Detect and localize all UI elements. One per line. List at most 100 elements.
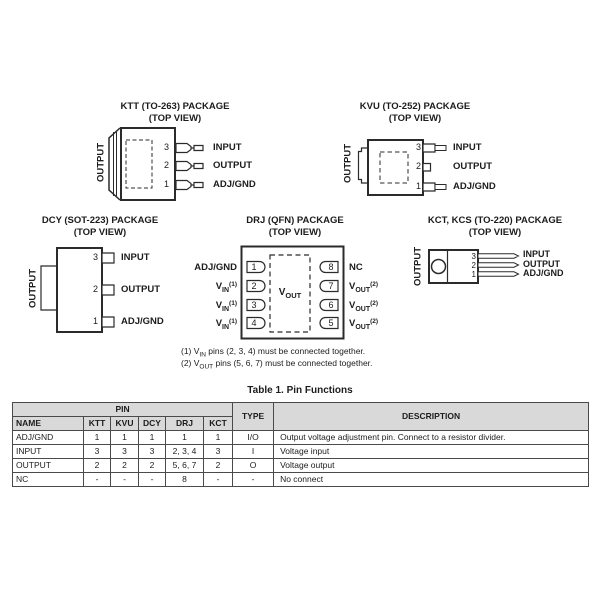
column-header-dcy: DCY	[138, 416, 166, 431]
cell-kct: -	[202, 472, 234, 487]
footnote-2: (2) VOUT pins (5, 6, 7) must be connecte…	[181, 358, 373, 371]
cell-name: OUTPUT	[12, 458, 84, 473]
pin-number: 1	[251, 262, 257, 272]
cell-drj: 1	[165, 430, 204, 445]
cell-kct: 2	[202, 458, 234, 473]
pin-number: 2	[163, 160, 169, 170]
pin-number: 2	[471, 261, 476, 270]
kct-tab-label: OUTPUT	[412, 246, 424, 287]
ktt-package-title-block: KTT (TO-263) PACKAGE (TOP VIEW)	[75, 101, 275, 124]
pin-number: 1	[415, 181, 421, 191]
pin-label: ADJ/GND	[453, 181, 496, 192]
pin-label: VIN(1)	[215, 299, 237, 313]
pin-number: 1	[471, 270, 476, 279]
dcy-tab-label: OUTPUT	[27, 268, 39, 309]
column-header-kvu: KVU	[110, 416, 139, 431]
pin-label: OUTPUT	[121, 284, 161, 295]
drj-package-outline	[240, 245, 345, 340]
ktt-package-view: (TOP VIEW)	[148, 112, 202, 124]
column-header-description: DESCRIPTION	[273, 402, 590, 431]
kvu-pins	[423, 144, 446, 191]
pin-label: OUTPUT	[213, 160, 253, 171]
pin-label: ADJ/GND	[121, 316, 164, 327]
kct-mounting-hole	[432, 260, 446, 274]
table-row: NC - - - 8 - - No connect	[12, 472, 590, 487]
ktt-package-title: KTT (TO-263) PACKAGE	[120, 101, 230, 112]
ktt-package-outline	[95, 125, 210, 205]
kvu-package-view: (TOP VIEW)	[388, 112, 442, 124]
pin-label: INPUT	[453, 142, 482, 153]
pin-label: VIN(1)	[215, 280, 237, 294]
table-row: INPUT 3 3 3 2, 3, 4 3 I Voltage input	[12, 444, 590, 459]
cell-description: Voltage output	[273, 458, 590, 473]
cell-ktt: 2	[83, 458, 111, 473]
ktt-tab-seam-lines	[114, 132, 117, 196]
cell-kct: 3	[202, 444, 234, 459]
drj-thermal-pad-dashed	[270, 255, 310, 332]
pin-label: OUTPUT	[453, 161, 493, 172]
kct-package-title: KCT, KCS (TO-220) PACKAGE	[427, 215, 563, 226]
table-header-row-group: PIN TYPE DESCRIPTION	[11, 402, 590, 431]
kct-package-outline	[425, 248, 595, 288]
cell-type: I	[232, 444, 275, 459]
kct-package-title-block: KCT, KCS (TO-220) PACKAGE (TOP VIEW)	[395, 215, 595, 238]
cell-kvu: 3	[110, 444, 139, 459]
pin-number: 8	[328, 262, 334, 272]
cell-kvu: 1	[110, 430, 139, 445]
footnote-1: (1) VIN pins (2, 3, 4) must be connected…	[181, 346, 366, 359]
cell-drj: 2, 3, 4	[165, 444, 204, 459]
cell-dcy: 2	[138, 458, 166, 473]
cell-type: I/O	[232, 430, 275, 445]
cell-description: Voltage input	[273, 444, 590, 459]
kvu-package-outline	[355, 132, 455, 202]
cell-kct: 1	[202, 430, 234, 445]
pin-number: 7	[328, 281, 334, 291]
pin-label: INPUT	[213, 142, 242, 153]
kct-leads	[478, 254, 519, 276]
column-header-ktt: KTT	[83, 416, 111, 431]
drj-package-title-block: DRJ (QFN) PACKAGE (TOP VIEW)	[195, 215, 395, 238]
pin-number: 2	[92, 284, 98, 294]
pin-label: NC	[349, 262, 363, 273]
table-row: OUTPUT 2 2 2 5, 6, 7 2 O Voltage output	[12, 458, 590, 473]
cell-name: INPUT	[12, 444, 84, 459]
drj-thermal-pad-label: VOUT	[278, 287, 302, 300]
pin-label: ADJ/GND	[194, 262, 237, 273]
pin-label: INPUT	[121, 252, 150, 263]
pin-number: 5	[328, 318, 334, 328]
cell-name: ADJ/GND	[12, 430, 84, 445]
kvu-package-title: KVU (TO-252) PACKAGE	[359, 101, 471, 112]
pin-number: 3	[471, 252, 476, 261]
pin-label: VOUT(2)	[349, 317, 379, 331]
ktt-body	[121, 128, 175, 200]
cell-dcy: -	[138, 472, 166, 487]
cell-type: O	[232, 458, 275, 473]
dcy-package-title: DCY (SOT-223) PACKAGE	[41, 215, 159, 226]
cell-ktt: -	[83, 472, 111, 487]
pin-number: 4	[251, 318, 257, 328]
column-header-type: TYPE	[232, 402, 275, 431]
cell-drj: 8	[165, 472, 204, 487]
pin-label: ADJ/GND	[213, 179, 256, 190]
column-header-drj: DRJ	[165, 416, 204, 431]
dcy-tab-shape	[41, 266, 57, 310]
cell-type: -	[232, 472, 275, 487]
cell-dcy: 3	[138, 444, 166, 459]
cell-ktt: 1	[83, 430, 111, 445]
drj-package-title: DRJ (QFN) PACKAGE	[246, 215, 344, 226]
dcy-pins	[102, 253, 114, 327]
cell-description: Output voltage adjustment pin. Connect t…	[273, 430, 590, 445]
table-title: Table 1. Pin Functions	[247, 385, 353, 396]
column-header-pin: PIN	[11, 402, 234, 417]
pin-number: 2	[251, 281, 257, 291]
drj-body	[242, 247, 344, 339]
drj-left-pins	[247, 262, 265, 329]
pin-number: 2	[415, 161, 421, 171]
kvu-die-pad-dashed	[380, 152, 408, 183]
ktt-pins	[176, 144, 203, 190]
pin-label: ADJ/GND	[523, 268, 564, 278]
cell-kvu: -	[110, 472, 139, 487]
ktt-tab-shape	[109, 128, 120, 200]
kvu-tab-shape	[359, 148, 369, 183]
